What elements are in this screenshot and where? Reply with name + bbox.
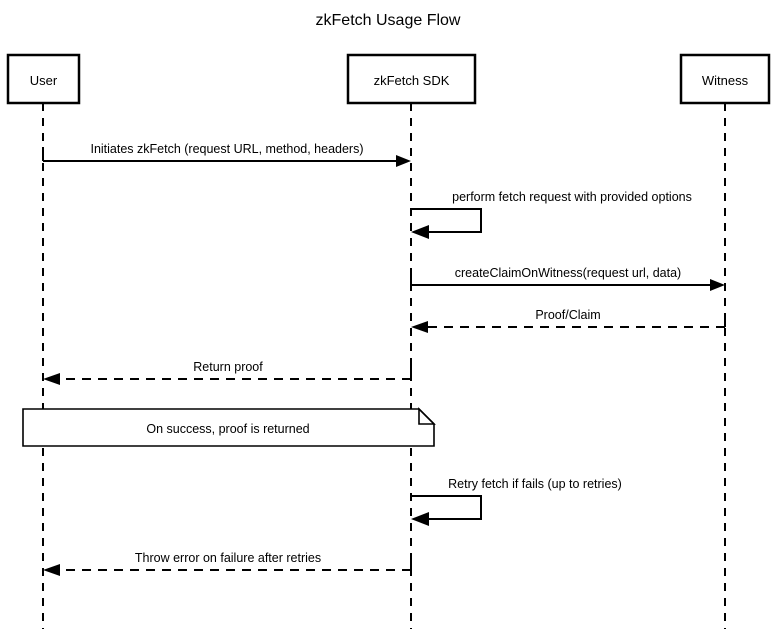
message-retry-fetch-self[interactable]: Retry fetch if fails (up to retries) bbox=[411, 477, 622, 526]
participant-box-witness[interactable] bbox=[679, 53, 771, 105]
self-loop-path bbox=[411, 208, 482, 233]
arrow-head-left-icon bbox=[411, 321, 428, 333]
participant-label-witness: Witness bbox=[702, 73, 749, 88]
participant-user[interactable]: User bbox=[6, 53, 81, 105]
page-title: zkFetch Usage Flow bbox=[316, 12, 461, 29]
participant-sdk[interactable]: zkFetch SDK bbox=[346, 53, 477, 105]
participant-witness[interactable]: Witness bbox=[679, 53, 771, 105]
participant-box-sdk[interactable] bbox=[346, 53, 477, 105]
message-label: Return proof bbox=[193, 360, 263, 374]
message-label: Proof/Claim bbox=[535, 308, 600, 322]
note-fold-corner bbox=[418, 407, 436, 425]
message-perform-fetch-self[interactable]: perform fetch request with provided opti… bbox=[411, 190, 692, 239]
participant-box-user[interactable] bbox=[6, 53, 81, 105]
arrow-head-right-icon bbox=[710, 279, 725, 291]
message-label: createClaimOnWitness(request url, data) bbox=[455, 266, 681, 280]
message-label: Retry fetch if fails (up to retries) bbox=[448, 477, 622, 491]
note-on-success: On success, proof is returned bbox=[22, 407, 436, 447]
participant-label-sdk: zkFetch SDK bbox=[374, 73, 450, 88]
arrow-head-left-icon bbox=[411, 225, 429, 239]
self-loop-path bbox=[411, 495, 482, 520]
message-return-proof[interactable]: Return proof bbox=[43, 360, 412, 385]
message-throw-error[interactable]: Throw error on failure after retries bbox=[43, 551, 412, 576]
message-label: Throw error on failure after retries bbox=[135, 551, 321, 565]
note-label: On success, proof is returned bbox=[146, 422, 309, 436]
message-proof-claim[interactable]: Proof/Claim bbox=[411, 308, 726, 333]
message-create-claim-on-witness[interactable]: createClaimOnWitness(request url, data) bbox=[410, 266, 725, 291]
arrow-head-right-icon bbox=[396, 155, 411, 167]
participant-label-user: User bbox=[30, 73, 58, 88]
arrow-head-left-icon bbox=[411, 512, 429, 526]
arrow-head-left-icon bbox=[43, 564, 60, 576]
arrow-head-left-icon bbox=[43, 373, 60, 385]
note-shape bbox=[22, 408, 435, 447]
message-label: perform fetch request with provided opti… bbox=[452, 190, 692, 204]
message-label: Initiates zkFetch (request URL, method, … bbox=[90, 142, 363, 156]
message-initiates-zkfetch[interactable]: Initiates zkFetch (request URL, method, … bbox=[42, 142, 411, 167]
